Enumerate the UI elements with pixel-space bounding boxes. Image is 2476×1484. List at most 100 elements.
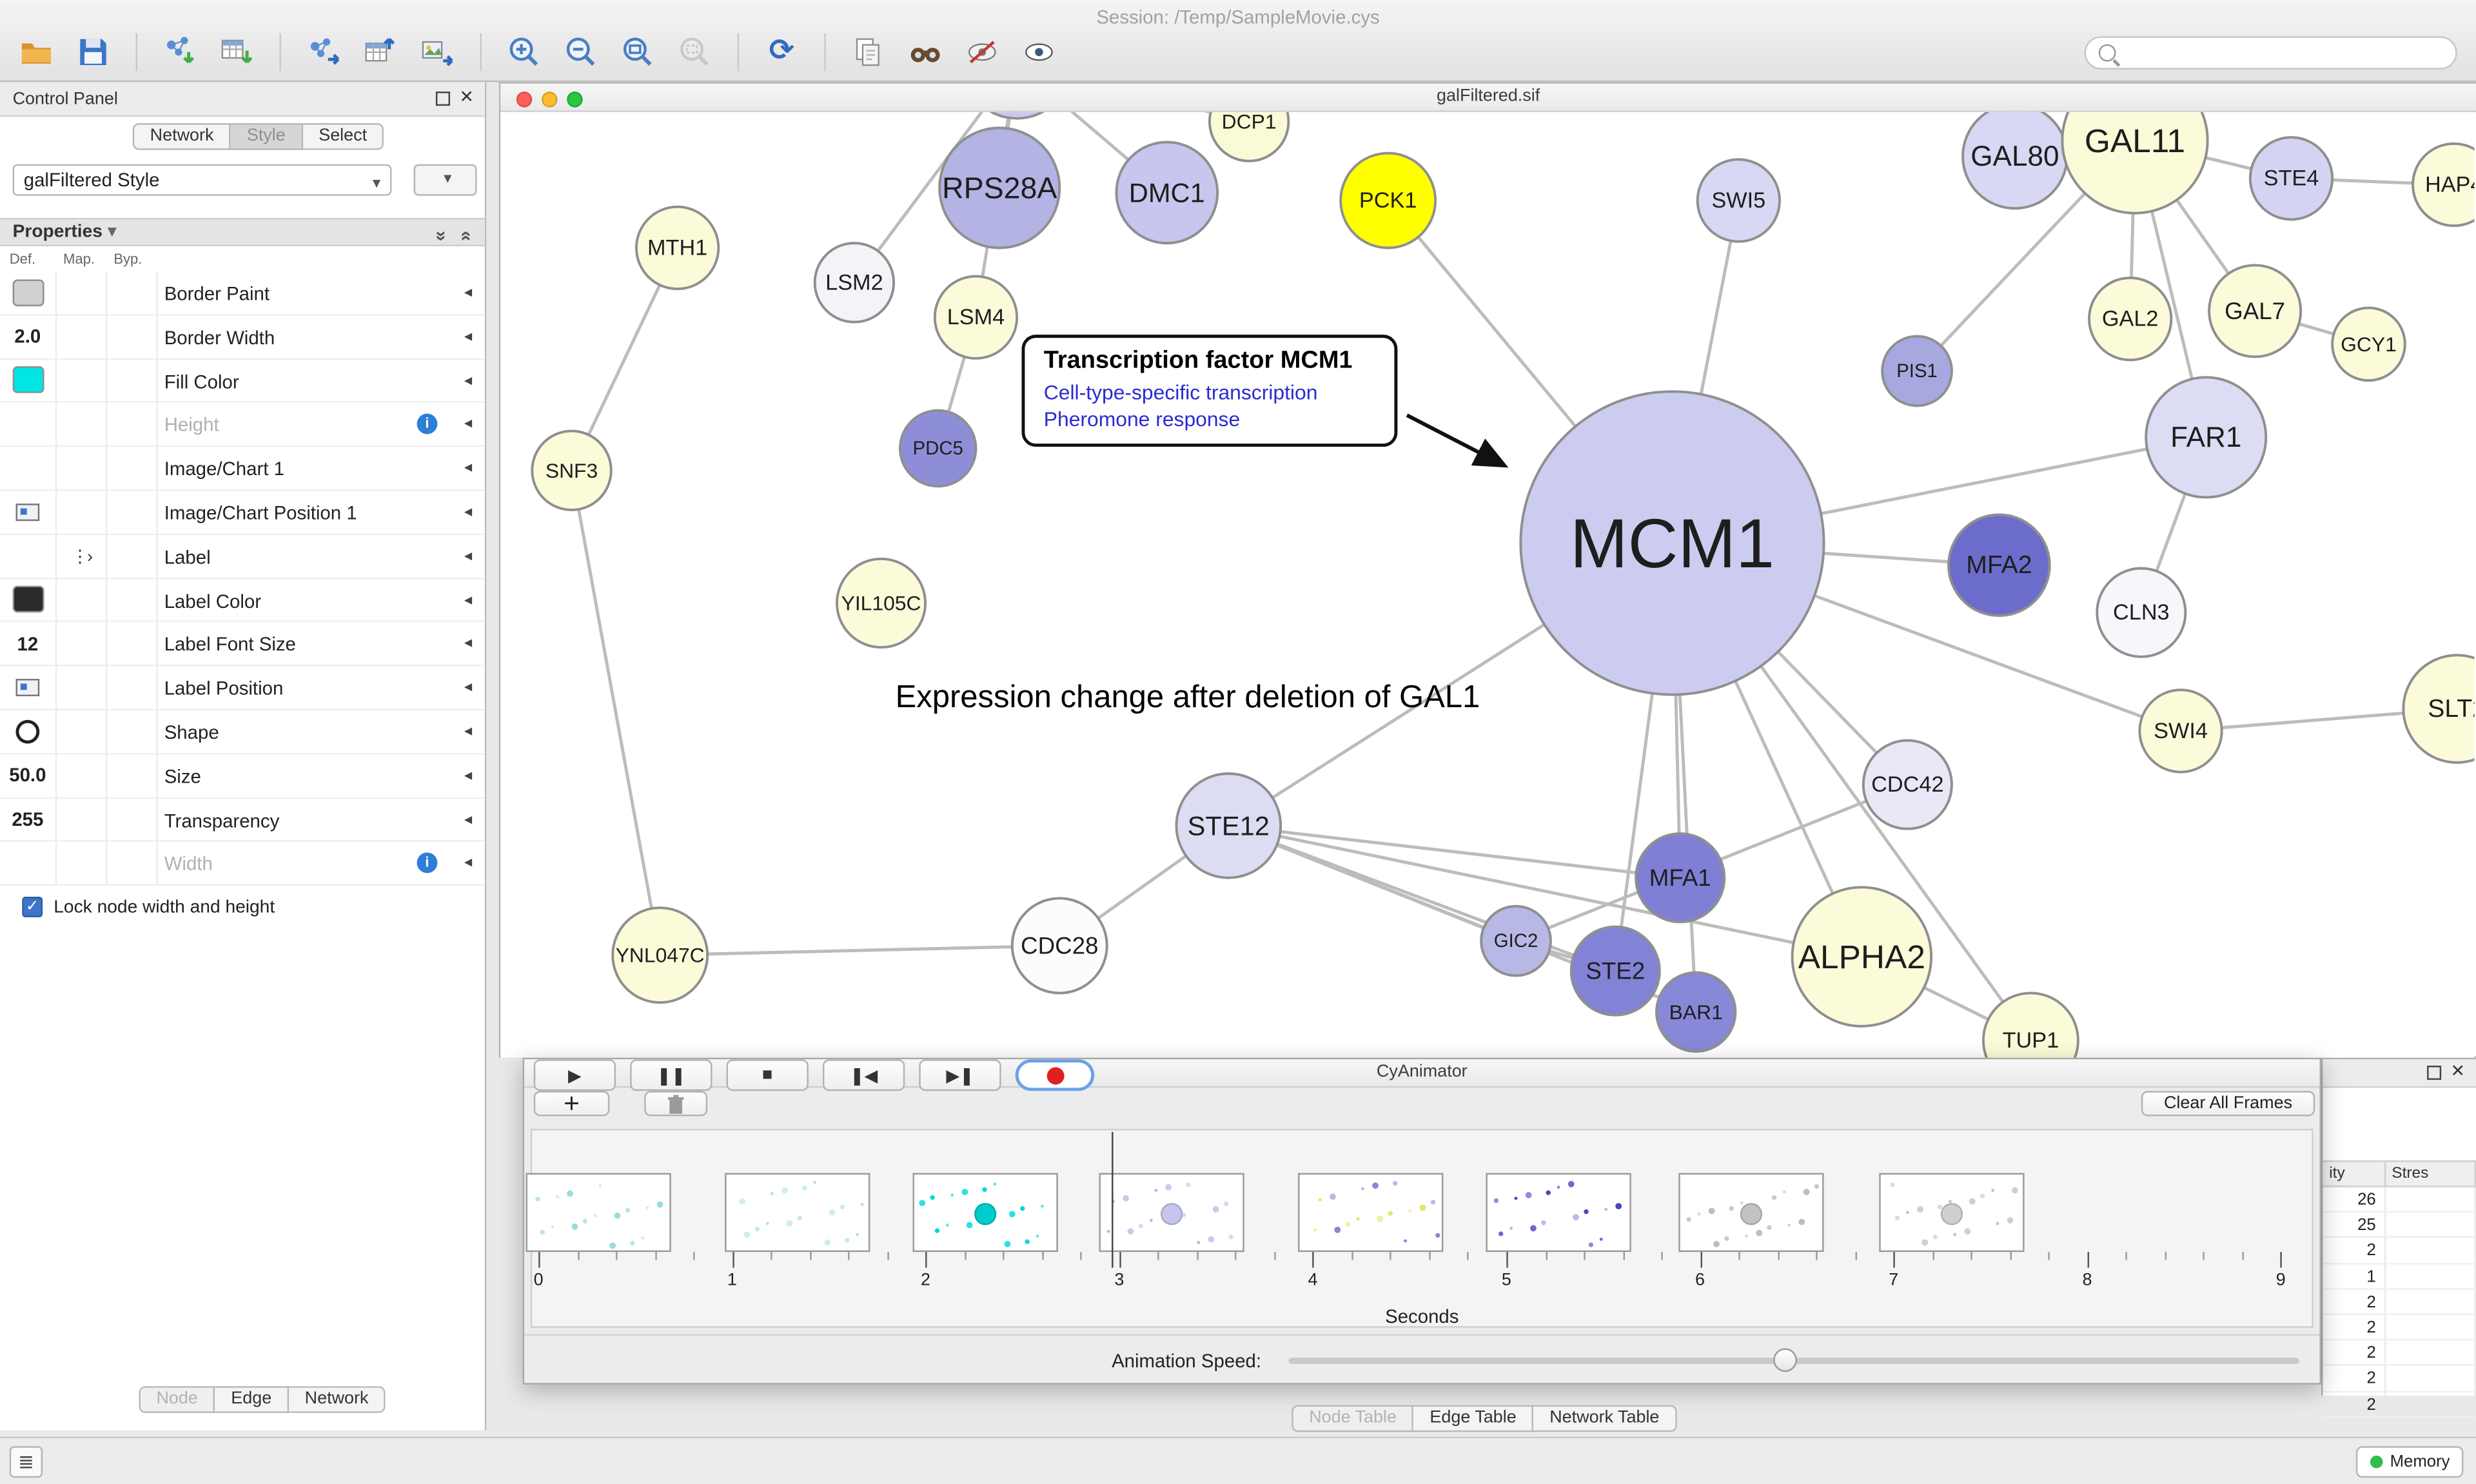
property-default-cell[interactable]: 2.0	[0, 315, 57, 358]
import-table-icon[interactable]	[217, 32, 258, 73]
table-cell-empty[interactable]	[2385, 1314, 2476, 1341]
node-BAR1[interactable]	[1655, 971, 1737, 1053]
close-table-icon[interactable]: ✕	[2450, 1062, 2466, 1082]
frame-thumbnail-3[interactable]	[1099, 1173, 1244, 1253]
node-LSM2[interactable]	[813, 242, 896, 324]
node-YIL105C[interactable]	[836, 557, 927, 649]
property-mapping-cell[interactable]	[57, 578, 108, 621]
table-cell-value[interactable]: 2	[2323, 1391, 2386, 1418]
color-swatch[interactable]	[12, 279, 44, 306]
property-mapping-cell[interactable]	[57, 666, 108, 709]
play-button[interactable]: ▶	[533, 1059, 616, 1091]
property-bypass-cell[interactable]	[108, 315, 158, 358]
search-input[interactable]	[2123, 41, 2443, 64]
table-cell-empty[interactable]	[2385, 1366, 2476, 1392]
canvas-caption-text[interactable]: Expression change after deletion of GAL1	[895, 680, 1480, 716]
property-default-cell[interactable]	[0, 403, 57, 446]
property-row[interactable]: Fill Color◂	[0, 359, 485, 404]
property-mapping-cell[interactable]	[57, 447, 108, 490]
open-session-icon[interactable]	[15, 32, 57, 73]
style-selector[interactable]: galFiltered Style ▾	[12, 164, 392, 196]
col-header[interactable]: ity	[2323, 1160, 2386, 1187]
property-mapping-cell[interactable]: ⋮›	[57, 534, 108, 578]
property-default-cell[interactable]	[0, 534, 57, 578]
node-YNL047C[interactable]	[611, 906, 709, 1004]
property-row[interactable]: Shape◂	[0, 710, 485, 755]
node-LSM4[interactable]	[933, 275, 1019, 360]
property-mapping-cell[interactable]	[57, 403, 108, 446]
property-mapping-cell[interactable]	[57, 622, 108, 665]
table-row[interactable]: 1	[2323, 1264, 2476, 1290]
table-cell-empty[interactable]	[2385, 1213, 2476, 1238]
property-bypass-cell[interactable]	[108, 578, 158, 621]
node-SLT[interactable]	[2402, 654, 2475, 764]
pause-button[interactable]: ❚❚	[630, 1059, 712, 1091]
skip-to-end-button[interactable]: ▶❚	[919, 1059, 1001, 1091]
property-default-cell[interactable]: 255	[0, 798, 57, 841]
node-PIS1[interactable]	[1881, 335, 1953, 407]
frame-thumbnail-4[interactable]	[1298, 1173, 1444, 1253]
node-PDC5[interactable]	[898, 409, 978, 488]
edge-SNF3-YNL047C[interactable]	[570, 470, 662, 956]
style-options-button[interactable]: ▾	[413, 164, 477, 196]
node-GAL2[interactable]	[2088, 277, 2173, 362]
annotation-link[interactable]: Cell-type-specific transcription	[1043, 380, 1318, 404]
expand-row-icon[interactable]: ◂	[464, 679, 473, 697]
add-frame-button[interactable]: ＋	[533, 1091, 610, 1117]
table-row[interactable]: 2	[2323, 1340, 2476, 1367]
task-history-button[interactable]: ≣	[9, 1446, 43, 1478]
property-row[interactable]: Image/Chart Position 1◂	[0, 491, 485, 535]
properties-header[interactable]: Properties ▾ » «	[0, 217, 485, 247]
property-bypass-cell[interactable]	[108, 798, 158, 841]
color-swatch[interactable]	[12, 367, 44, 394]
global-search[interactable]	[2084, 36, 2457, 70]
zoom-selected-icon[interactable]	[674, 32, 716, 73]
expand-row-icon[interactable]: ◂	[464, 503, 473, 522]
network-window-titlebar[interactable]: galFiltered.sif	[500, 83, 2476, 112]
table-cell-value[interactable]: 2	[2323, 1340, 2386, 1367]
node-CDC28[interactable]	[1010, 897, 1108, 995]
property-default-cell[interactable]	[0, 359, 57, 402]
col-header[interactable]: Stres	[2385, 1160, 2476, 1187]
zoom-window-icon[interactable]	[567, 90, 583, 107]
node-SNF3[interactable]	[531, 429, 613, 511]
edge-STE12-MFA1[interactable]	[1228, 824, 1680, 880]
node-GAL7[interactable]	[2208, 264, 2303, 358]
style-tab-node[interactable]: Node	[139, 1386, 215, 1413]
zoom-out-icon[interactable]	[560, 32, 602, 73]
frame-thumbnail-1[interactable]	[725, 1173, 870, 1253]
float-table-icon[interactable]	[2427, 1066, 2442, 1080]
property-bypass-cell[interactable]	[108, 447, 158, 490]
table-row[interactable]: 2	[2323, 1366, 2476, 1392]
playhead[interactable]	[1111, 1131, 1114, 1268]
save-session-icon[interactable]	[73, 32, 114, 73]
property-default-cell[interactable]	[0, 447, 57, 490]
position-icon[interactable]	[15, 503, 40, 521]
frame-thumbnail-7[interactable]	[1879, 1173, 2025, 1253]
export-image-icon[interactable]	[417, 32, 458, 73]
table-row[interactable]: 2	[2323, 1289, 2476, 1315]
search-network-icon[interactable]	[905, 32, 946, 73]
property-mapping-cell[interactable]	[57, 842, 108, 884]
export-network-icon[interactable]	[303, 32, 344, 73]
color-swatch[interactable]	[12, 586, 44, 614]
expand-row-icon[interactable]: ◂	[464, 371, 473, 389]
frame-thumbnail-5[interactable]	[1486, 1173, 1631, 1253]
property-default-cell[interactable]: 50.0	[0, 754, 57, 797]
property-bypass-cell[interactable]	[108, 710, 158, 753]
show-all-icon[interactable]	[1019, 32, 1060, 73]
annotation-box[interactable]: Transcription factor MCM1 Cell-type-spec…	[1021, 335, 1398, 447]
expand-row-icon[interactable]: ◂	[464, 635, 473, 653]
property-row[interactable]: Label Position◂	[0, 666, 485, 710]
position-icon[interactable]	[15, 679, 40, 697]
table-tab-edge-table[interactable]: Edge Table	[1413, 1405, 1534, 1432]
table-cell-value[interactable]: 2	[2323, 1238, 2386, 1264]
node-STE4[interactable]	[2248, 136, 2334, 221]
expand-row-icon[interactable]: ◂	[464, 591, 473, 609]
expand-row-icon[interactable]: ◂	[464, 327, 473, 346]
node-CLN3[interactable]	[2096, 567, 2187, 658]
property-mapping-cell[interactable]	[57, 359, 108, 402]
